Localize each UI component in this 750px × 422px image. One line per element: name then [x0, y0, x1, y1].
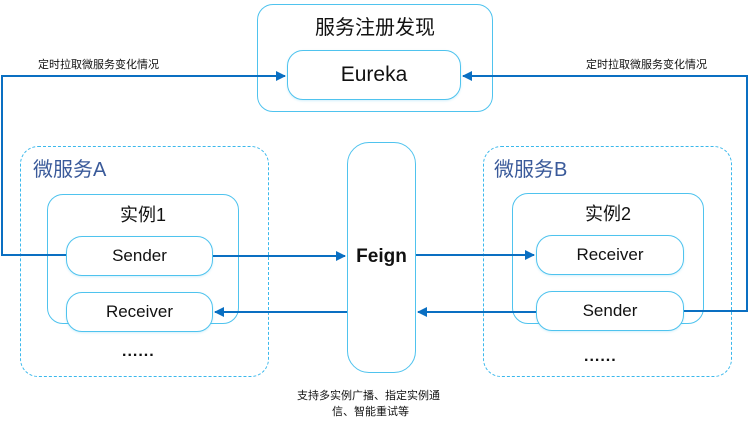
instance-2-title: 实例2: [584, 204, 631, 224]
instance-2-sender-node[interactable]: Sender: [536, 291, 684, 331]
pull-arrow-left: [1, 71, 286, 256]
instance-1-sender-node[interactable]: Sender: [66, 236, 213, 276]
registry-title: 服务注册发现: [315, 17, 435, 39]
receiver-label: Receiver: [105, 302, 174, 321]
eureka-server-node[interactable]: Eureka: [287, 50, 461, 100]
microservice-a-title: 微服务A: [33, 159, 107, 181]
receiver-label: Receiver: [576, 245, 644, 264]
instance-1-title: 实例1: [119, 205, 166, 225]
more-instances-a: ......: [122, 343, 155, 360]
feign-caption-line2: 信、智能重试等: [332, 406, 409, 418]
instance-1-receiver-node[interactable]: Receiver: [66, 292, 213, 332]
more-instances-b: ......: [584, 348, 617, 365]
pull-label-right: 定时拉取微服务变化情况: [586, 59, 707, 71]
pull-label-left: 定时拉取微服务变化情况: [38, 59, 159, 71]
feign-caption-line1: 支持多实例广播、指定实例通: [297, 390, 440, 402]
pull-arrow-right: [462, 71, 748, 312]
feign-label: Feign: [356, 246, 407, 267]
sender-label: Sender: [112, 246, 167, 265]
feign-node[interactable]: Feign: [347, 142, 416, 373]
sender-label: Sender: [582, 301, 638, 320]
instance-2-receiver-node[interactable]: Receiver: [536, 235, 684, 275]
microservice-b-title: 微服务B: [494, 159, 568, 181]
eureka-label: Eureka: [340, 63, 408, 86]
